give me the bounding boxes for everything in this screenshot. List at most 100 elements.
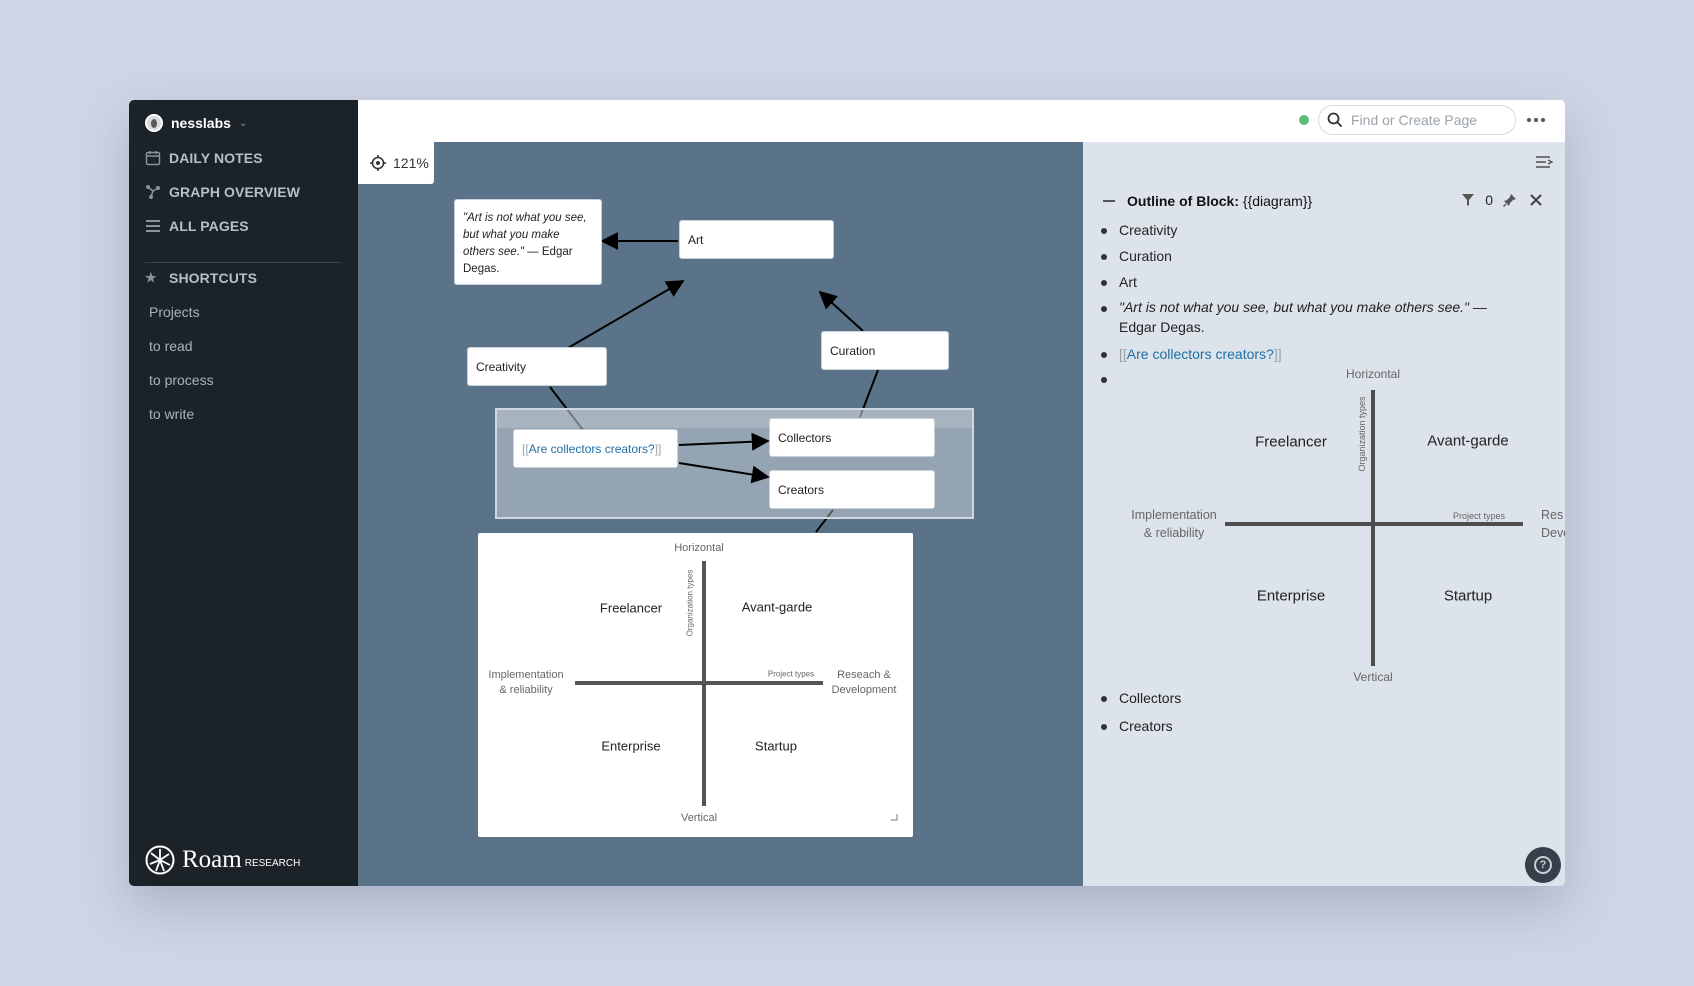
roam-window: nesslabs ⌄ DAILY NOTES GRAPH OVERVIEW AL… [129, 100, 1565, 886]
bullet-icon[interactable] [1101, 724, 1107, 730]
nav-daily-notes[interactable]: DAILY NOTES [145, 148, 263, 168]
sync-status-dot [1299, 115, 1309, 125]
diagram-canvas[interactable]: 121% "Art is not what you see, but what … [358, 142, 1083, 886]
collapse-sidebar-icon[interactable] [1535, 154, 1553, 170]
node-creators[interactable]: Creators [769, 470, 935, 509]
rp-quadrant-bottom-right: Startup [1443, 587, 1493, 605]
shortcut-to-process[interactable]: to process [149, 372, 214, 388]
quadrant-top-right: Avant-garde [741, 599, 813, 615]
diagram-card[interactable]: Horizontal Vertical Implementation & reli… [478, 533, 913, 837]
shortcut-projects[interactable]: Projects [149, 304, 200, 320]
link-open-bracket: [[ [1119, 346, 1127, 362]
question-link[interactable]: Are collectors creators? [528, 441, 655, 456]
outline-item-text: [[Are collectors creators?]] [1119, 346, 1282, 362]
outline-item-text: Curation [1119, 248, 1172, 264]
outline-item-question[interactable]: [[Are collectors creators?]] [1101, 346, 1282, 362]
outline-item-art[interactable]: Art [1101, 274, 1137, 290]
nav-all-pages[interactable]: ALL PAGES [145, 216, 249, 236]
recenter-icon [370, 155, 386, 171]
zoom-level: 121% [393, 155, 429, 171]
graph-icon [146, 185, 160, 199]
zoom-control[interactable]: 121% [358, 142, 434, 184]
outline-title-rest: {{diagram}} [1239, 193, 1313, 209]
outline-item-text: Creativity [1119, 222, 1178, 238]
shortcuts-label: SHORTCUTS [169, 270, 258, 286]
node-art[interactable]: Art [679, 220, 834, 259]
chevron-down-icon: ⌄ [238, 117, 248, 129]
outline-item-quote[interactable]: "Art is not what you see, but what you m… [1101, 297, 1501, 337]
graph-avatar [145, 114, 163, 132]
outline-title-bold: Outline of Block: [1127, 193, 1239, 209]
outline-item-creativity[interactable]: Creativity [1101, 222, 1177, 238]
shortcut-to-write[interactable]: to write [149, 406, 195, 422]
resize-handle-icon[interactable] [890, 813, 898, 821]
outline-title: Outline of Block: {{diagram}} [1127, 193, 1312, 209]
more-options-icon[interactable] [1526, 112, 1546, 128]
axis-right-label: Reseach &Development [832, 668, 897, 698]
search-icon [1327, 112, 1343, 128]
filter-count: 0 [1485, 192, 1493, 208]
node-creativity[interactable]: Creativity [467, 347, 607, 386]
edge-creators-diagram [815, 509, 834, 533]
outline-item-text: "Art is not what you see, but what you m… [1119, 297, 1501, 337]
nav-daily-notes-label: DAILY NOTES [169, 150, 263, 166]
pin-icon[interactable] [1503, 193, 1517, 207]
bullet-icon[interactable] [1101, 696, 1107, 702]
graph-switcher[interactable]: nesslabs ⌄ [145, 112, 247, 134]
shortcut-to-read[interactable]: to read [149, 338, 193, 354]
roam-logo: Roam RESEARCH [145, 845, 300, 875]
outline-item-text: Art [1119, 274, 1137, 290]
axis-bottom-label: Vertical [680, 812, 718, 824]
outline-item-creators[interactable]: Creators [1101, 718, 1173, 734]
graph-name: nesslabs [171, 115, 231, 131]
v-axis-caption: Organization types [685, 569, 695, 637]
bullet-icon[interactable] [1101, 352, 1107, 358]
rp-axis-right-line1: Res [1541, 508, 1564, 522]
rp-axis-right-label: ResDeve [1541, 506, 1565, 542]
outline-diagram[interactable]: Horizontal Vertical Implementation& reli… [1083, 364, 1565, 694]
list-icon [146, 220, 160, 232]
nav-all-pages-label: ALL PAGES [169, 218, 249, 234]
outline-item-diagram[interactable] [1101, 371, 1119, 383]
search-input[interactable] [1349, 111, 1503, 129]
quote-author-text: — Edgar Degas. [463, 246, 573, 275]
help-button[interactable]: ? [1525, 847, 1561, 883]
help-icon: ? [1534, 856, 1552, 874]
axis-top-label: Horizontal [674, 542, 724, 554]
question-open-bracket: [[ [522, 441, 529, 456]
bullet-icon[interactable] [1101, 306, 1107, 312]
bullet-icon[interactable] [1101, 254, 1107, 260]
outline-item-collectors[interactable]: Collectors [1101, 690, 1181, 706]
node-curation[interactable]: Curation [821, 331, 949, 370]
nav-graph-overview[interactable]: GRAPH OVERVIEW [145, 182, 300, 202]
bullet-icon[interactable] [1101, 228, 1107, 234]
axis-right-line2: Development [831, 684, 897, 696]
search-box[interactable] [1318, 105, 1516, 135]
edge-curation-art [818, 290, 864, 332]
node-quote[interactable]: "Art is not what you see, but what you m… [454, 199, 602, 285]
quadrant-bottom-right: Startup [755, 738, 797, 754]
quadrant-bottom-left: Enterprise [601, 738, 661, 754]
axis-left-label: Implementation & reliability [488, 668, 563, 698]
star-icon: ★ [145, 270, 157, 285]
rp-quadrant-bottom-left: Enterprise [1256, 587, 1326, 605]
rp-quadrant-top-right: Avant-garde [1427, 432, 1509, 450]
outline-question-link[interactable]: Are collectors creators? [1126, 346, 1274, 362]
filter-icon[interactable] [1461, 193, 1475, 207]
outline-quote-italic: "Art is not what you see, but what you m… [1119, 299, 1470, 315]
axis-left-line1: Implementation [488, 669, 564, 681]
axis-left-line2: & reliability [499, 684, 553, 696]
calendar-icon [145, 151, 161, 166]
bullet-icon[interactable] [1101, 280, 1107, 286]
collapse-block-icon[interactable] [1103, 200, 1115, 202]
close-icon[interactable] [1529, 193, 1543, 207]
node-question[interactable]: [[Are collectors creators?]] [513, 429, 678, 468]
rp-axis-top-label: Horizontal [1345, 367, 1401, 381]
node-curation-label: Curation [830, 343, 876, 358]
logo-sub: RESEARCH [244, 857, 301, 869]
bullet-icon[interactable] [1101, 377, 1107, 383]
edge-creativity-art [567, 280, 685, 349]
node-collectors[interactable]: Collectors [769, 418, 935, 457]
rp-axis-left-line1: Implementation [1131, 508, 1217, 522]
outline-item-curation[interactable]: Curation [1101, 248, 1172, 264]
